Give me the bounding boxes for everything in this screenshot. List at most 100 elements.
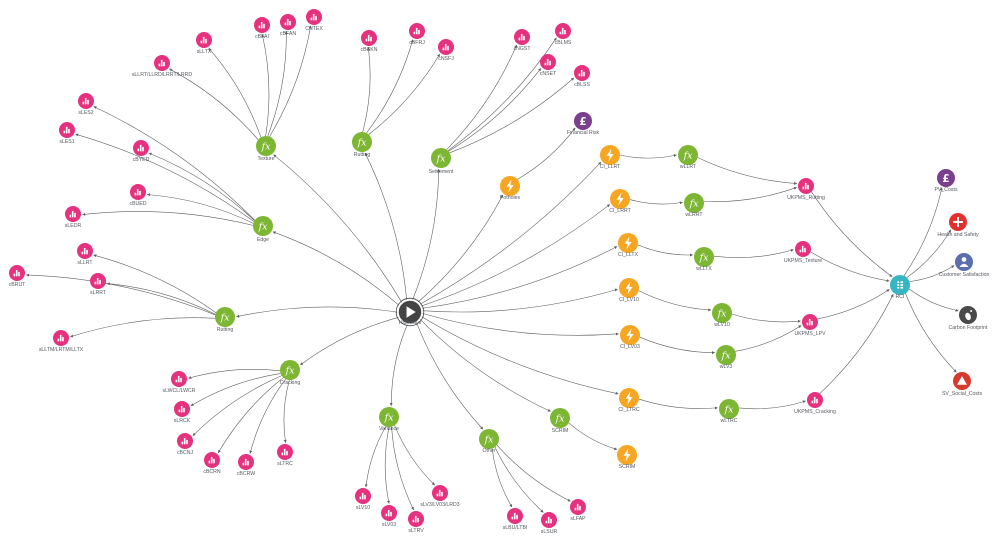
node-sledr[interactable]: sLEDR — [65, 206, 82, 229]
node-ukpms_crk[interactable]: UKPMS_Cracking — [794, 392, 836, 415]
node-slv10[interactable]: sLV10 — [355, 488, 371, 511]
node-slv03[interactable]: sLV03 — [381, 505, 397, 528]
node-sltrv[interactable]: sLTRV — [408, 511, 424, 534]
node-cbfan[interactable]: cBFAN — [280, 14, 296, 37]
edge-highways-to-cillrt — [419, 161, 602, 305]
node-cntex[interactable]: CNTEX — [305, 9, 323, 32]
node-scrim_t[interactable]: SCRIM — [617, 445, 637, 470]
edge-wltrc-to-ukpms_crk — [738, 400, 806, 410]
node-slrrt[interactable]: sLRRT — [90, 273, 107, 296]
node-cbfai[interactable]: cBFAI — [254, 17, 270, 40]
node-cbued[interactable]: cBUED — [129, 184, 147, 207]
node-carbon[interactable]: Carbon Footprint — [949, 306, 988, 331]
svg-text:fx: fx — [555, 413, 566, 424]
node-cilv10[interactable]: CI_LV10 — [619, 278, 639, 303]
node-label: CI_LRRT — [609, 208, 631, 214]
bar-chart-icon — [806, 318, 813, 326]
node-slrt[interactable]: sLLRT — [77, 243, 93, 266]
node-cnset[interactable]: cNSET — [540, 54, 557, 77]
node-ukpms_rut[interactable]: UKPMS_Rutting — [787, 178, 825, 201]
node-cngst[interactable]: cNGST — [513, 29, 531, 52]
node-potholes[interactable]: Potholes — [500, 176, 521, 201]
edge-variance-to-slv10 — [364, 426, 387, 488]
node-cilv03[interactable]: CI_LV03 — [620, 325, 640, 350]
edge-rci-to-carbon — [908, 288, 959, 312]
node-cbcnj[interactable]: cBCNJ — [177, 433, 194, 456]
node-ukpms_tex[interactable]: UKPMS_Texture — [784, 241, 822, 264]
node-cbyed[interactable]: cBYED — [133, 140, 150, 163]
node-slltm[interactable]: sLLTM/LRTM/LLTX — [39, 330, 84, 353]
edge-cracking-to-slwcl — [188, 369, 281, 379]
node-cbckn[interactable]: cBCKN — [360, 30, 378, 53]
node-slfap[interactable]: sLFAP — [570, 499, 586, 522]
node-cbcrw[interactable]: cBCRW — [237, 454, 255, 477]
node-label: Other — [483, 448, 496, 454]
node-slrck[interactable]: sLRCK — [174, 401, 191, 424]
bar-chart-icon — [178, 405, 185, 413]
node-label: PV_Costs — [934, 187, 957, 193]
node-slbu[interactable]: sLBU/LTBI — [503, 508, 528, 531]
edge-rci-to-social — [905, 293, 957, 373]
bar-chart-icon — [69, 210, 76, 218]
svg-text:fx: fx — [285, 365, 296, 376]
node-highways[interactable]: Highways — [395, 297, 425, 327]
node-sles2[interactable]: sLES2 — [78, 93, 94, 116]
svg-text:fx: fx — [717, 308, 728, 319]
node-sllrt[interactable]: sLLRT/LLRD/LRRT/LRRD — [132, 55, 193, 78]
node-customer[interactable]: Customer Satisfaction — [939, 253, 990, 278]
node-sltrc[interactable]: sLTRC — [277, 444, 293, 467]
svg-text:fx: fx — [683, 150, 694, 161]
node-slv3l[interactable]: sLV3/LV03/LRD3 — [420, 485, 460, 508]
node-cilrrt[interactable]: CI_LRRT — [609, 189, 632, 214]
node-social[interactable]: SV_Social_Costs — [942, 372, 982, 397]
node-ciltrc[interactable]: CI_LTRC — [618, 388, 640, 413]
node-label: cNGST — [513, 46, 531, 52]
node-slsur[interactable]: sLSUR — [541, 512, 558, 535]
node-finrisk[interactable]: £Financial Risk — [567, 112, 600, 136]
node-label: Rutting — [354, 152, 371, 158]
svg-text:fx: fx — [699, 252, 710, 263]
node-cilltx[interactable]: CI_LLTX — [618, 233, 639, 258]
node-health[interactable]: Health and Safety — [937, 213, 979, 238]
node-label: cBYED — [133, 157, 150, 163]
bar-chart-icon — [442, 43, 449, 51]
node-ukpms_lpv[interactable]: UKPMS_LPV — [794, 314, 826, 337]
node-slwcl[interactable]: sLWCL/LWCR — [163, 371, 196, 394]
node-rci[interactable]: RCI — [890, 275, 910, 300]
node-sles1[interactable]: sLES1 — [59, 122, 75, 145]
node-sltx[interactable]: sLLTX — [196, 32, 212, 55]
node-label: cBCRW — [237, 471, 255, 477]
node-label: cBFRJ — [409, 40, 425, 46]
bar-chart-icon — [545, 516, 552, 524]
node-pv_costs[interactable]: £PV_Costs — [934, 169, 958, 193]
node-cblms[interactable]: cBLMS — [555, 23, 572, 46]
node-cillrt[interactable]: CI_LLRT — [600, 145, 621, 170]
node-label: sLWCL/LWCR — [163, 388, 196, 394]
node-cblss[interactable]: cBLSS — [574, 65, 590, 88]
footprint-icon — [965, 309, 973, 321]
node-label: RCI — [896, 294, 905, 300]
node-label: CI_LTRC — [618, 407, 639, 413]
node-cnsfj[interactable]: cNSFJ — [438, 39, 454, 62]
node-cbfrj[interactable]: cBFRJ — [409, 23, 425, 46]
node-cbrut[interactable]: cBRUT — [9, 265, 27, 288]
function-icon: fx — [261, 141, 272, 152]
bar-chart-icon — [284, 18, 291, 26]
node-cbcrn[interactable]: cBCRN — [203, 452, 221, 475]
